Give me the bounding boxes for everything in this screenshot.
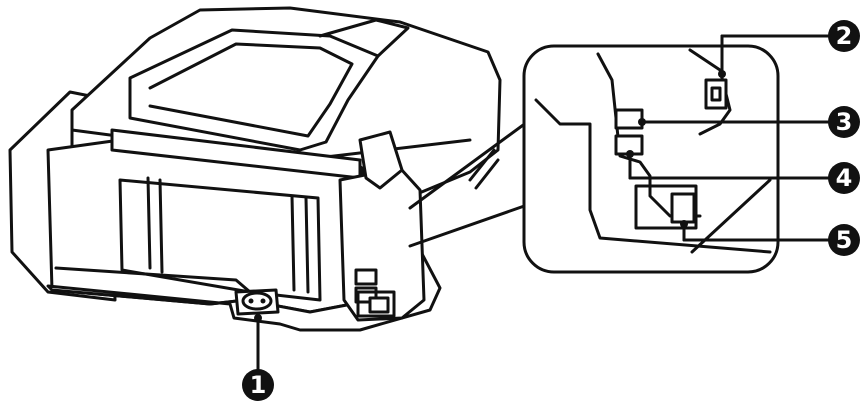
right-column-latch <box>358 130 404 190</box>
right-side-vent <box>468 148 500 190</box>
callout-2: 2 <box>828 20 860 52</box>
adf-tray <box>128 28 380 152</box>
callout-3: 3 <box>828 106 860 138</box>
leader-end-dots <box>254 70 726 322</box>
callout-1: 1 <box>242 369 274 401</box>
callout-4: 4 <box>828 162 860 194</box>
callout-1-number: 1 <box>250 371 267 399</box>
callout-5: 5 <box>828 224 860 256</box>
right-lower-slot <box>356 290 396 318</box>
right-lower-port <box>368 296 390 314</box>
callout-4-circle <box>828 162 860 194</box>
zoom-connectors <box>408 118 532 248</box>
zoom-inset <box>522 44 780 274</box>
callout-4-number: 4 <box>836 164 853 192</box>
base-ledge <box>54 266 252 294</box>
adf-tray-inner <box>148 42 354 138</box>
inset-port-usb-inner <box>710 86 722 102</box>
inset-lower-slot <box>634 184 698 230</box>
ac-inlet-icon <box>241 291 273 311</box>
rear-access-cover <box>118 178 322 302</box>
callout-2-number: 2 <box>836 22 853 50</box>
inset-port-usb <box>704 78 728 110</box>
callout-3-number: 3 <box>836 108 853 136</box>
inset-side-panel <box>534 98 772 254</box>
right-port-a <box>354 268 378 286</box>
zoom-inset-frame <box>522 44 780 274</box>
adf-tray-slot <box>318 18 410 58</box>
callout-5-circle <box>828 224 860 256</box>
callout-5-number: 5 <box>836 226 853 254</box>
callout-leaders <box>256 34 832 376</box>
inset-port-panel <box>596 52 702 218</box>
rear-access-cover-left-rib <box>146 176 164 274</box>
callout-2-circle <box>828 20 860 52</box>
callout-1-circle <box>242 369 274 401</box>
inset-port-line <box>614 108 644 130</box>
inset-top-ridge <box>688 48 732 136</box>
rear-access-cover-right-rib <box>290 194 310 294</box>
printer-body <box>8 6 502 332</box>
inset-port-lan <box>670 192 696 224</box>
callout-3-circle <box>828 106 860 138</box>
